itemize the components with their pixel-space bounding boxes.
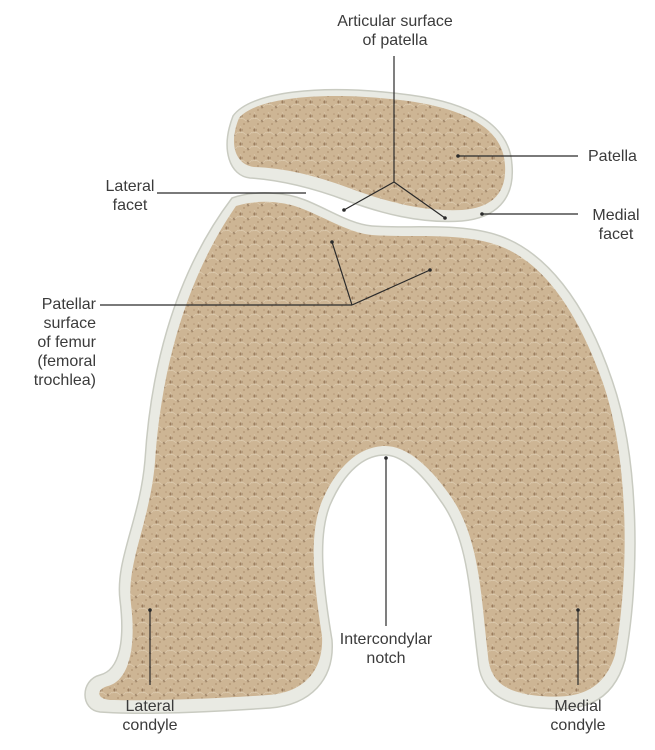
dot-intercondylar-notch	[384, 456, 388, 460]
label-lateral-facet: Lateral facet	[100, 177, 160, 215]
dot-patella	[456, 154, 460, 158]
dot-medial-condyle	[576, 608, 580, 612]
dot-lateral-condyle	[148, 608, 152, 612]
label-intercondylar-notch: Intercondylar notch	[310, 630, 462, 668]
dot-medial-facet	[480, 212, 484, 216]
dot-patellar-medial	[428, 268, 432, 272]
dot-articular-medial	[443, 216, 447, 220]
label-patella: Patella	[588, 147, 652, 166]
label-patellar-surface: Patellar surface of femur (femoral troch…	[0, 295, 96, 390]
dot-articular-lateral	[342, 208, 346, 212]
dot-patellar-lateral	[330, 240, 334, 244]
label-medial-facet: Medial facet	[586, 206, 646, 244]
label-medial-condyle: Medial condyle	[533, 697, 623, 735]
label-articular-surface: Articular surface of patella	[300, 12, 490, 50]
label-lateral-condyle: Lateral condyle	[105, 697, 195, 735]
